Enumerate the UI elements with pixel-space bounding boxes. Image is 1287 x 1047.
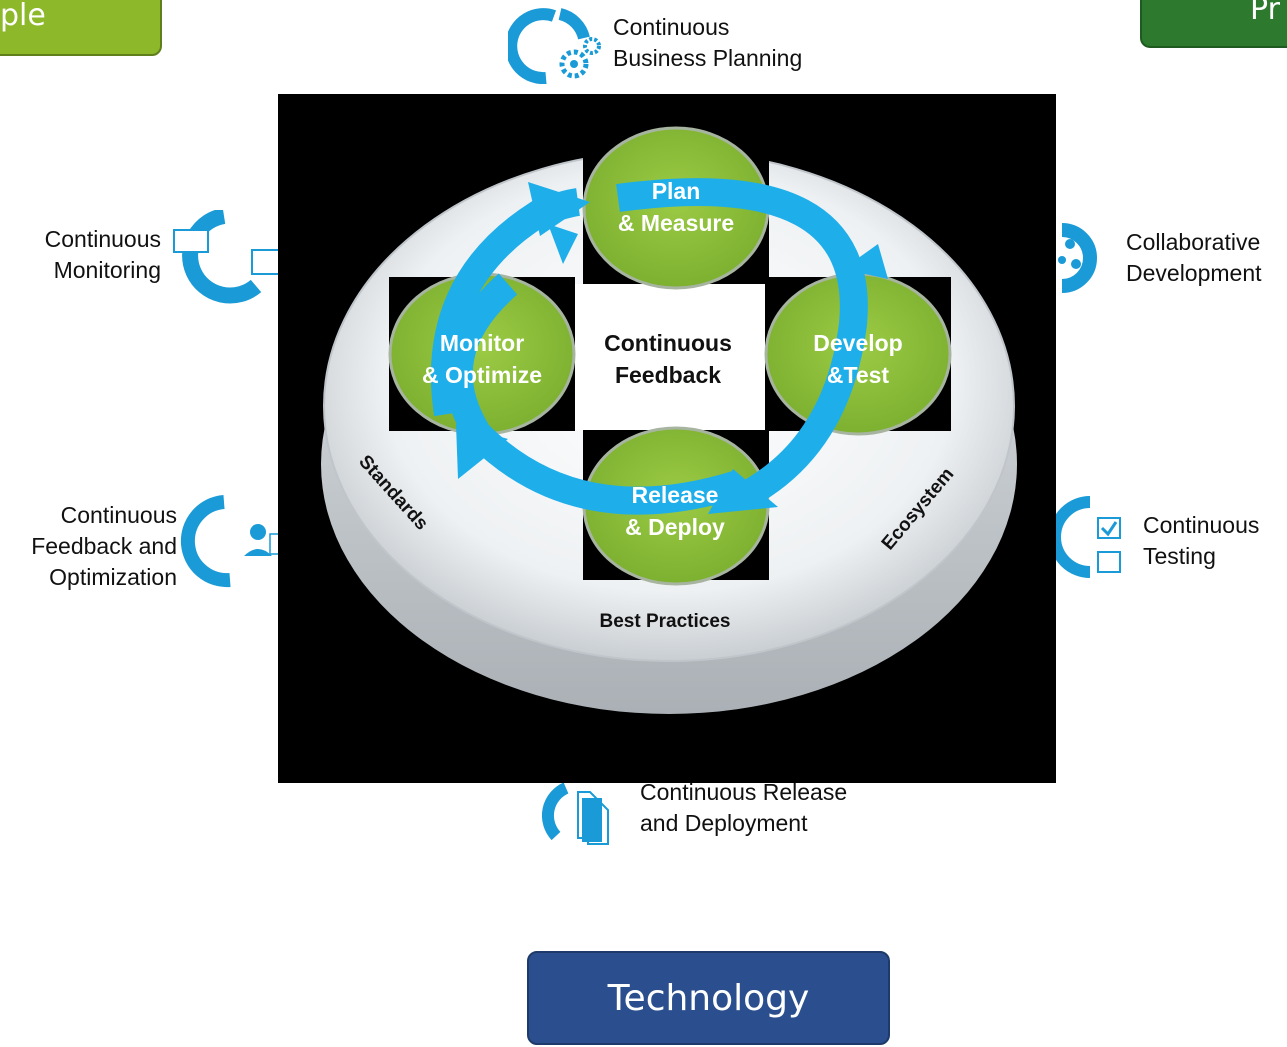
arrowhead-develop-entry	[843, 244, 888, 279]
testing-label: Continuous Testing	[1143, 510, 1259, 572]
feedback-label-line2: Feedback and	[31, 533, 177, 559]
planning-label: Continuous Business Planning	[613, 12, 802, 74]
devops-cycle-diagram: Plan & Measure Monitor & Optimize Develo…	[278, 94, 1056, 783]
monitors-cycle-icon	[173, 210, 281, 304]
arrowhead-monitor	[456, 424, 508, 479]
technology-tab: Technology	[527, 951, 890, 1045]
people-tab: ple	[0, 0, 162, 56]
user-feedback-cycle-icon	[180, 495, 280, 588]
process-tab-label: Pr	[1250, 0, 1280, 27]
plan-label-line2: & Measure	[618, 210, 734, 236]
arrow-plan-to-develop	[616, 178, 868, 507]
feedback-label: Continuous Feedback and Optimization	[31, 500, 177, 593]
best-practices-label: Best Practices	[600, 611, 731, 632]
documents-cycle-icon	[541, 782, 609, 845]
feedback-label-line3: Optimization	[49, 564, 177, 590]
collab-label-line2: Development	[1126, 260, 1262, 286]
monitoring-label-line1: Continuous	[44, 226, 161, 252]
arrowhead-plan-side	[548, 224, 578, 264]
feedback-label-line1: Continuous	[60, 502, 177, 528]
collab-label: Collaborative Development	[1126, 227, 1262, 289]
arrowhead-plan	[528, 182, 590, 236]
center-box	[575, 284, 765, 430]
technology-tab-label: Technology	[607, 977, 810, 1019]
team-cycle-icon	[1058, 223, 1097, 293]
checklist-cycle-icon	[1056, 496, 1121, 578]
monitoring-label: Continuous Monitoring	[45, 224, 161, 286]
arrowhead-develop	[708, 469, 778, 514]
plan-label-line1: Plan	[652, 178, 701, 204]
monitor-label-line1: Monitor	[440, 330, 524, 356]
release-label: Continuous Release and Deployment	[640, 777, 847, 839]
collab-label-line1: Collaborative	[1126, 229, 1261, 255]
testing-label-line1: Continuous	[1143, 512, 1260, 538]
center-label-line2: Feedback	[615, 362, 721, 388]
develop-label-line2: &Test	[827, 362, 890, 388]
process-tab: Pr	[1140, 0, 1287, 48]
release-label-line2: and Deployment	[640, 810, 808, 836]
center-label-line1: Continuous	[604, 330, 732, 356]
release-label-line1: Continuous Release	[640, 779, 848, 805]
people-tab-label: ple	[0, 0, 46, 33]
release-label-line2: & Deploy	[625, 514, 725, 540]
planning-label-line2: Business Planning	[613, 45, 803, 71]
release-label-line1: Release	[632, 482, 719, 508]
gears-cycle-icon	[508, 8, 601, 84]
develop-label-line1: Develop	[813, 330, 902, 356]
monitoring-label-line2: Monitoring	[53, 257, 161, 283]
testing-label-line2: Testing	[1143, 543, 1216, 569]
monitor-label-line2: & Optimize	[422, 362, 542, 388]
planning-label-line1: Continuous	[613, 14, 730, 40]
cycle-graphic: Plan & Measure Monitor & Optimize Develo…	[321, 126, 1017, 714]
